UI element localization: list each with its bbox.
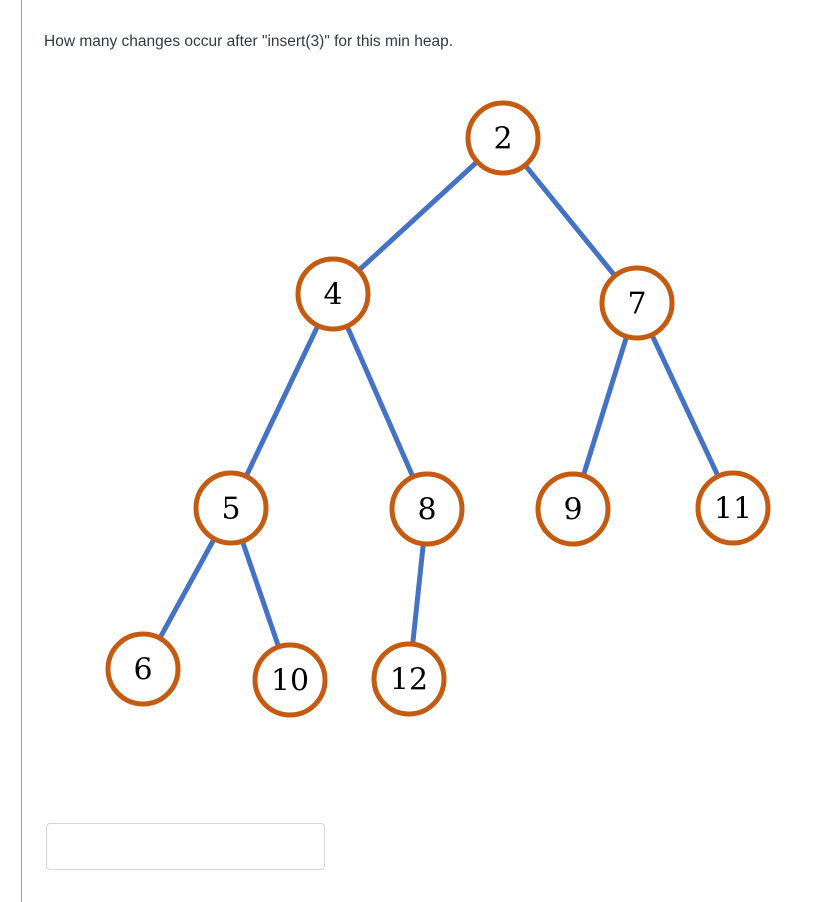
- node-layer: 2 4 7 5 8 9 11 6 10 12: [105, 100, 771, 718]
- heap-node-label-7: 7: [627, 287, 646, 322]
- heap-node-label-6: 6: [133, 653, 152, 688]
- heap-edge-7-11: [634, 300, 736, 511]
- heap-node-circle-2: [465, 100, 541, 176]
- heap-node-label-12: 12: [390, 663, 428, 698]
- heap-edge-2-4: [330, 135, 506, 297]
- heap-node-circle-11: [695, 470, 771, 546]
- heap-node-circle-8: [389, 471, 465, 547]
- heap-node-circle-5: [193, 470, 269, 546]
- heap-edge-4-5: [228, 291, 336, 511]
- heap-node-label-4: 4: [323, 278, 342, 313]
- heap-node-7: 7: [599, 265, 675, 341]
- heap-node-label-9: 9: [563, 493, 582, 528]
- heap-node-5: 5: [193, 470, 269, 546]
- question-prompt: How many changes occur after "insert(3)"…: [44, 33, 454, 50]
- heap-node-circle-10: [252, 642, 328, 718]
- heap-node-2: 2: [465, 100, 541, 176]
- answer-input[interactable]: [46, 823, 325, 870]
- heap-node-circle-12: [371, 641, 447, 717]
- heap-node-label-8: 8: [417, 493, 436, 528]
- heap-node-circle-7: [599, 265, 675, 341]
- heap-node-4: 4: [295, 256, 371, 332]
- heap-node-label-2: 2: [493, 122, 512, 157]
- heap-node-11: 11: [695, 470, 771, 546]
- heap-edge-4-8: [330, 291, 430, 512]
- edge-layer: [140, 135, 736, 683]
- min-heap-diagram: 2 4 7 5 8 9 11 6 10 12: [0, 70, 840, 750]
- heap-node-6: 6: [105, 631, 181, 707]
- heap-node-circle-9: [535, 471, 611, 547]
- min-heap-svg: 2 4 7 5 8 9 11 6 10 12: [105, 100, 771, 718]
- heap-node-label-11: 11: [714, 492, 752, 527]
- heap-node-9: 9: [535, 471, 611, 547]
- heap-node-circle-4: [295, 256, 371, 332]
- heap-node-8: 8: [389, 471, 465, 547]
- question-left-rule: [21, 0, 22, 902]
- heap-node-label-5: 5: [221, 492, 240, 527]
- heap-node-label-10: 10: [271, 664, 309, 699]
- heap-node-12: 12: [371, 641, 447, 717]
- heap-node-circle-6: [105, 631, 181, 707]
- heap-node-10: 10: [252, 642, 328, 718]
